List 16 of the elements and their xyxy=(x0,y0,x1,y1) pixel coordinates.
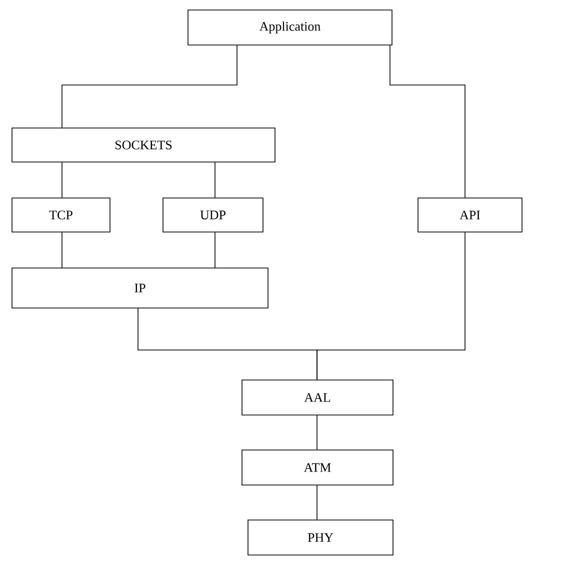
layer-box: TCP xyxy=(12,198,110,232)
layer-box: IP xyxy=(12,268,268,308)
connector-line xyxy=(316,415,318,450)
connector-line xyxy=(390,45,466,198)
layer-box: API xyxy=(418,198,522,232)
layer-box: SOCKETS xyxy=(12,128,276,162)
connector-line xyxy=(62,45,238,128)
layer-box: AAL xyxy=(242,380,394,416)
connector-line xyxy=(214,232,216,268)
layer-box: Application xyxy=(188,10,392,46)
layer-box: PHY xyxy=(248,520,394,556)
connector-line xyxy=(316,232,466,380)
connector-line xyxy=(316,485,318,520)
layer-box: UDP xyxy=(162,198,264,232)
connector-line xyxy=(214,162,216,198)
layer-box: ATM xyxy=(242,450,394,486)
